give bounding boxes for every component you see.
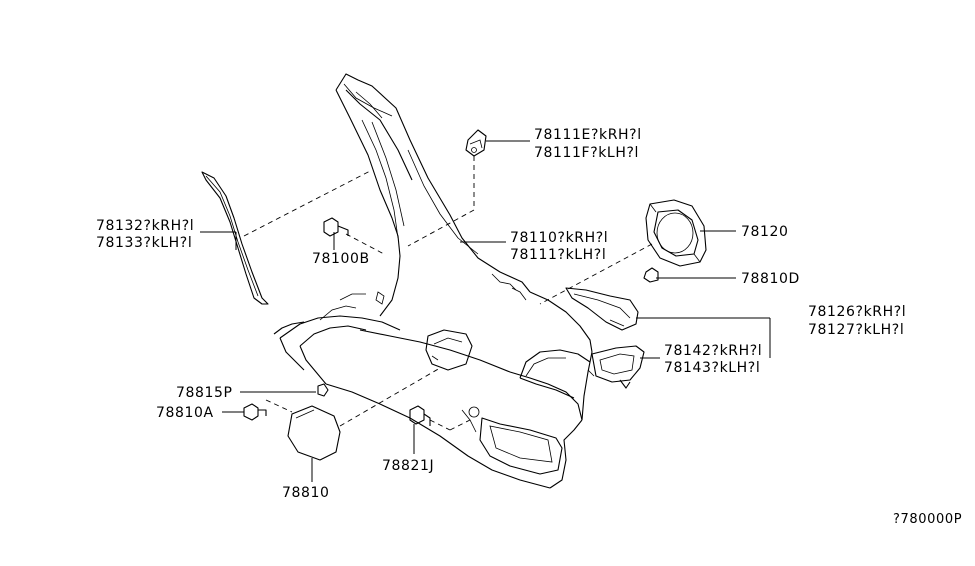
- label-78143: 78143?kLH?l: [664, 360, 760, 376]
- label-78133: 78133?kLH?l: [96, 235, 192, 251]
- label-78100B: 78100B: [312, 251, 370, 267]
- weatherstrip-78132: [201, 171, 269, 305]
- screw-78810D: [643, 267, 659, 283]
- quarter-panel: [273, 73, 593, 489]
- label-78127: 78127?kLH?l: [808, 322, 904, 338]
- fuel-filler-lid-78810: [287, 405, 341, 461]
- label-78810D: 78810D: [741, 271, 800, 287]
- extension-78126: [565, 287, 639, 331]
- label-78810: 78810: [282, 485, 330, 501]
- bracket-78111E: [465, 129, 487, 157]
- part-labels: 78111E?kRH?l 78111F?kLH?l 78132?kRH?l 78…: [96, 127, 962, 527]
- diagram-code: ?780000P: [893, 512, 962, 527]
- screw-78810A: [243, 403, 267, 421]
- label-78815P: 78815P: [176, 385, 233, 401]
- label-78142: 78142?kRH?l: [664, 343, 762, 359]
- label-78110: 78110?kRH?l: [510, 230, 608, 246]
- label-78111F: 78111F?kLH?l: [534, 145, 639, 161]
- fuel-lid-hinge: [425, 329, 473, 371]
- leader-lines: [200, 140, 771, 482]
- clip-78100B: [323, 217, 349, 237]
- bracket-78142: [587, 345, 645, 389]
- label-78821J: 78821J: [382, 458, 434, 474]
- label-78126: 78126?kRH?l: [808, 304, 906, 320]
- dashed-guide-lines: [243, 156, 653, 431]
- fuel-filler-housing-78120: [645, 199, 707, 267]
- clip-78821J: [409, 405, 431, 426]
- grommet-78815P: [317, 383, 329, 397]
- label-78111E: 78111E?kRH?l: [534, 127, 642, 143]
- label-78120: 78120: [741, 224, 789, 240]
- label-78111: 78111?kLH?l: [510, 247, 606, 263]
- label-78132: 78132?kRH?l: [96, 218, 194, 234]
- label-78810A: 78810A: [156, 405, 214, 421]
